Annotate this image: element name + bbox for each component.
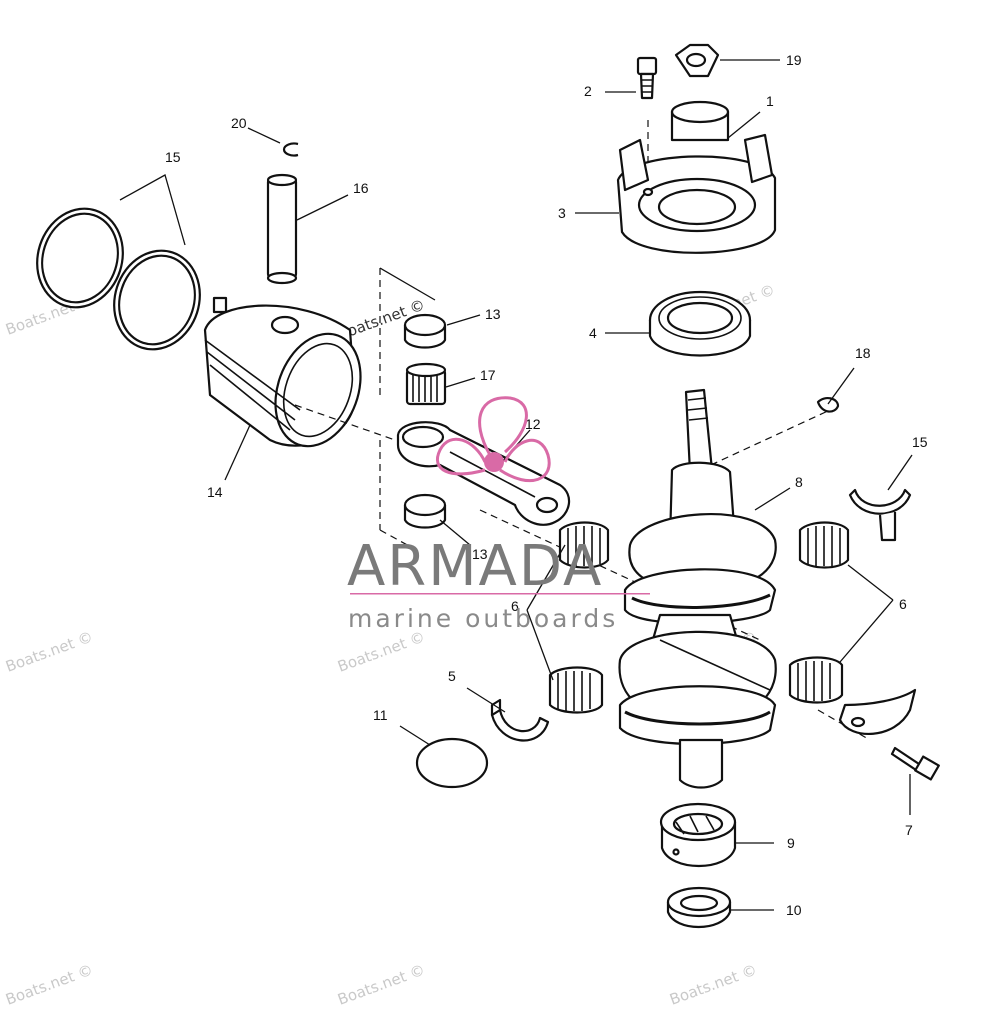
callout-6-right: 6 [899,596,907,612]
leader-lines [119,59,913,911]
assembly-guide [379,267,436,301]
assembly-guide [699,409,831,471]
callout-9: 9 [787,835,795,851]
brand-watermark: ARMADA marine outboards [347,396,650,633]
callout-15-shell: 15 [912,434,928,450]
watermark-text: Boats.net © [3,961,95,1009]
needle-bearing [405,362,447,406]
callout-13-bottom: 13 [472,546,488,562]
brand-divider [350,593,650,595]
lower-roller-bearing [659,802,737,867]
watermark-text: Boats.net © [667,961,759,1009]
piston-rings [36,207,201,351]
callout-4: 4 [589,325,597,341]
callout-18: 18 [855,345,871,361]
callout-13-top: 13 [485,306,501,322]
watermark-text: Boats.net © [335,628,427,676]
bearing-shell-right-upper [848,488,912,542]
needle-cage-lower-right [788,656,844,704]
callout-2: 2 [584,83,592,99]
bearing-shell-left [490,698,550,742]
housing-screw [636,56,658,100]
upper-ball-bearing [648,290,752,357]
small-end-cup-top [403,313,447,349]
callout-1: 1 [766,93,774,109]
brand-logo-icon [435,396,551,483]
callout-17: 17 [480,367,496,383]
callout-11: 11 [373,707,388,723]
watermark-text: Boats.net © [335,961,427,1009]
assembly-guide [294,404,396,441]
bearing-housing [616,100,777,254]
callout-7: 7 [905,822,913,838]
needle-cage-lower-left [548,666,604,714]
callout-14: 14 [207,484,223,500]
needle-cage-upper-left [558,521,610,569]
brand-tagline: marine outboards [348,604,618,633]
lower-seal [666,886,732,929]
callout-6-left: 6 [511,598,519,614]
callout-16: 16 [353,180,369,196]
piston-pin-clip [282,142,299,157]
small-end-cup-bottom [403,493,447,529]
o-ring [415,737,489,789]
callout-8: 8 [795,474,803,490]
cap-bolt [890,746,940,781]
needle-cage-upper-right [798,521,850,569]
brand-name: ARMADA [347,534,603,599]
callout-5: 5 [448,668,456,684]
callout-labels: 1 2 3 4 5 6 6 7 8 9 10 11 12 13 13 14 15… [165,52,928,918]
nut [674,43,720,78]
crankshaft [618,388,777,789]
woodruff-key [816,396,840,413]
callout-12: 12 [525,416,541,432]
watermark-text: Boats.net © [3,628,95,676]
callout-15-rings: 15 [165,149,181,165]
piston [203,296,362,448]
callout-19: 19 [786,52,802,68]
assembly-guide [379,268,421,553]
bearing-shell-right-lower [838,688,917,736]
callout-20: 20 [231,115,247,131]
callout-10: 10 [786,902,802,918]
callout-3: 3 [558,205,566,221]
piston-pin [266,173,298,285]
